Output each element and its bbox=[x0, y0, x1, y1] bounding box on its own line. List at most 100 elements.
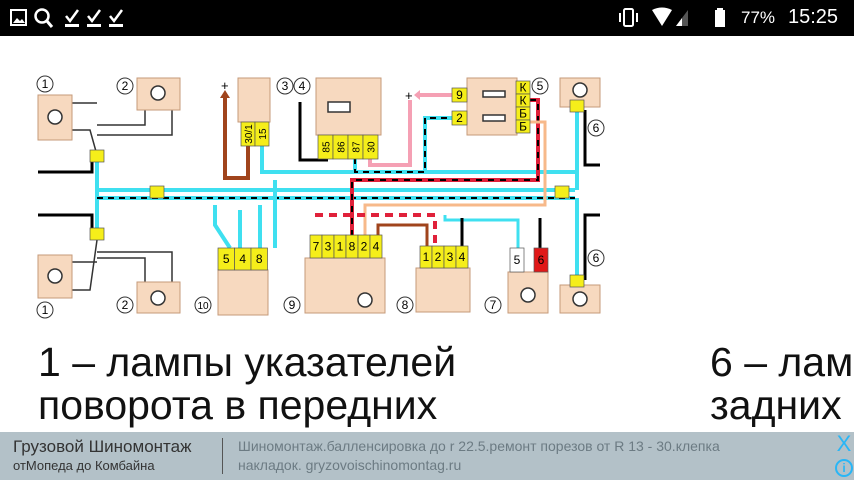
description-right-line-1: 6 – лам bbox=[710, 339, 854, 385]
callout-circle bbox=[116, 296, 134, 314]
ad-subtitle[interactable]: отМопеда до Комбайна bbox=[13, 458, 155, 473]
pin-label: 9 bbox=[456, 88, 463, 102]
plus-label-3: + bbox=[221, 78, 229, 93]
fuse-block-5 bbox=[466, 77, 518, 136]
pin-label: 1 bbox=[337, 240, 344, 254]
pin-box bbox=[451, 87, 468, 103]
description-right-line-2: задних bbox=[710, 382, 842, 428]
wire-cyan-15 bbox=[260, 145, 575, 174]
callout-circle bbox=[587, 119, 605, 137]
pin-label: 85 bbox=[322, 141, 333, 153]
close-icon[interactable]: X bbox=[836, 431, 852, 456]
lamp-icon bbox=[572, 82, 588, 98]
wire-cyan-to-10 bbox=[213, 180, 277, 250]
pin-label: К bbox=[520, 81, 527, 95]
junction-connector bbox=[554, 185, 570, 199]
pin-label: Б bbox=[519, 120, 527, 134]
callout-circle bbox=[276, 77, 294, 95]
pin-label: 1 bbox=[423, 250, 430, 264]
fuse-icon bbox=[482, 90, 506, 98]
callout-c2b: 2 bbox=[122, 298, 129, 312]
pin-label: 3 bbox=[447, 250, 454, 264]
callout-c6a: 6 bbox=[593, 121, 600, 135]
clock: 15:25 bbox=[788, 6, 839, 28]
ad-description-line-2[interactable]: накладок. gryzovoischinomontag.ru bbox=[238, 457, 462, 473]
switch-10 bbox=[217, 269, 269, 316]
pin-label: 8 bbox=[256, 252, 263, 266]
pin-label: 5 bbox=[223, 252, 230, 266]
wire-brown-8 bbox=[376, 223, 429, 246]
callout-c1a: 1 bbox=[42, 77, 49, 91]
pin-label: 8 bbox=[349, 240, 356, 254]
callout-circle bbox=[484, 296, 502, 314]
lamp-icon bbox=[150, 85, 166, 101]
check-icon bbox=[109, 9, 124, 27]
junction-connector bbox=[89, 227, 105, 241]
fuse-icon bbox=[482, 114, 506, 122]
ad-banner[interactable]: Грузовой Шиномонтаж отМопеда до Комбайна… bbox=[0, 432, 854, 480]
callout-circle bbox=[283, 296, 301, 314]
callout-c3: 3 bbox=[282, 79, 289, 93]
pin-box bbox=[533, 247, 549, 273]
signal-icon bbox=[676, 10, 688, 26]
pin-label: 4 bbox=[373, 240, 380, 254]
pin-label: 7 bbox=[313, 240, 320, 254]
lamp-icon bbox=[47, 109, 63, 125]
pin-label: 15 bbox=[258, 128, 269, 140]
search-icon bbox=[34, 8, 54, 28]
pin-box bbox=[455, 245, 469, 269]
pin-box bbox=[509, 247, 525, 273]
check-icon bbox=[65, 9, 80, 27]
status-bar: 77% 15:25 bbox=[0, 0, 854, 36]
pin-label: 3 bbox=[325, 240, 332, 254]
callout-c5: 5 bbox=[537, 79, 544, 93]
callout-circle bbox=[116, 77, 134, 95]
junction-connector bbox=[149, 185, 165, 199]
ad-divider bbox=[222, 438, 223, 474]
components bbox=[37, 77, 601, 316]
callout-c4: 4 bbox=[299, 79, 306, 93]
brown-arrow-icon bbox=[220, 90, 230, 98]
vibrate-icon bbox=[619, 8, 638, 27]
wire-cyan-dashed-87-b bbox=[354, 117, 455, 173]
notification-icons bbox=[10, 8, 124, 28]
switch-9 bbox=[304, 257, 386, 314]
pin-label: 5 bbox=[514, 253, 521, 267]
callout-c10: 10 bbox=[197, 301, 209, 312]
lamp-icon bbox=[572, 291, 588, 307]
pin-label: 30 bbox=[367, 141, 378, 153]
ad-description-line-1[interactable]: Шиномонтаж.балленсировка до r 22.5.ремон… bbox=[238, 438, 720, 454]
pin-label: Б bbox=[519, 107, 527, 121]
pin-label: 4 bbox=[459, 250, 466, 264]
lamp-icon bbox=[150, 290, 166, 306]
lamp-icon bbox=[47, 268, 63, 284]
callout-c8: 8 bbox=[402, 298, 409, 312]
lamp-symbols bbox=[47, 82, 588, 308]
info-icon[interactable]: i bbox=[835, 459, 853, 477]
callout-circle bbox=[194, 296, 212, 314]
pin-box bbox=[369, 234, 383, 259]
wire-black-lamps bbox=[72, 102, 173, 291]
wire-cyan-7 bbox=[443, 215, 520, 248]
plus-label-5: + bbox=[405, 88, 413, 103]
junction-connector bbox=[89, 149, 105, 163]
callout-c6b: 6 bbox=[593, 251, 600, 265]
pin-box bbox=[250, 247, 268, 271]
wire-black-ground bbox=[38, 102, 328, 232]
ad-title[interactable]: Грузовой Шиномонтаж bbox=[13, 437, 192, 456]
pin-label: 2 bbox=[456, 111, 463, 125]
pin-label: 30/1 bbox=[244, 124, 255, 144]
callout-c1b: 1 bbox=[42, 303, 49, 317]
junction-connector bbox=[569, 274, 585, 288]
pink-arrow-icon bbox=[414, 90, 420, 100]
wire-brown-3 bbox=[223, 95, 250, 180]
gallery-icon bbox=[10, 9, 27, 26]
lamp-icon bbox=[357, 292, 373, 308]
system-icons bbox=[619, 7, 725, 27]
check-icon bbox=[87, 9, 102, 27]
description-line-1: 1 – лампы указателей bbox=[38, 339, 457, 385]
callout-c2a: 2 bbox=[122, 79, 129, 93]
description-line-2: поворота в передних bbox=[38, 382, 438, 428]
